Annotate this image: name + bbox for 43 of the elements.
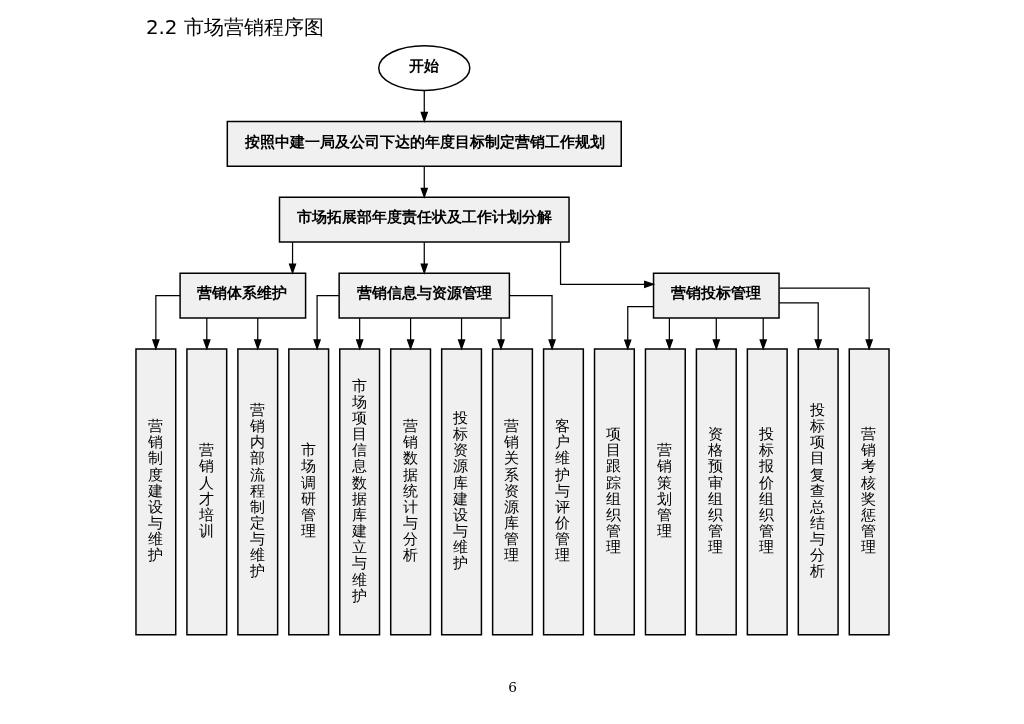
arrow — [496, 317, 505, 351]
node-ellipse: 开始 — [377, 45, 471, 92]
node-box: 按照中建一局及公司下达的年度目标制定营销工作规划 — [226, 120, 622, 168]
node-box: 项目跟踪组织管理 — [593, 348, 635, 636]
arrow — [777, 302, 822, 351]
node-box: 营销制度建设与维护 — [134, 348, 176, 636]
node-box: 营销考核奖惩管理 — [848, 348, 890, 636]
arrow — [419, 90, 428, 124]
node-box: 市场拓展部年度责任状及工作计划分解 — [278, 196, 570, 243]
arrow — [419, 241, 428, 275]
node-box: 市场项目信息数据库建立与维护 — [338, 348, 380, 636]
node-box: 投标报价组织管理 — [746, 348, 788, 636]
node-box: 投标资源库建设与维护 — [440, 348, 482, 636]
diagram-title: 2.2 市场营销程序图 — [145, 16, 324, 40]
arrow — [419, 166, 428, 199]
arrow — [559, 241, 655, 289]
node-box: 营销体系维护 — [178, 272, 306, 319]
node-box: 营销数据统计与分析 — [389, 348, 431, 636]
node-box: 资格预审组织管理 — [695, 348, 737, 636]
arrow — [758, 317, 767, 351]
node-box: 投标项目复查总结与分析 — [797, 348, 839, 636]
arrow — [664, 317, 673, 351]
arrow — [151, 294, 181, 351]
node-box: 营销人才培训 — [185, 348, 227, 636]
arrow — [778, 287, 873, 351]
node-box: 营销内部流程制定与维护 — [236, 348, 278, 636]
node-box: 市场调研管理 — [287, 348, 329, 636]
arrow — [711, 317, 720, 351]
arrow — [623, 306, 654, 351]
node-box: 营销关系资源库管理 — [491, 348, 533, 636]
arrow — [406, 317, 415, 351]
arrow — [508, 294, 556, 351]
arrow — [288, 241, 296, 275]
arrow — [253, 317, 262, 351]
node-box: 营销投标管理 — [652, 272, 780, 319]
node-box: 营销策划管理 — [644, 348, 686, 636]
arrow — [355, 317, 364, 351]
arrow — [457, 317, 465, 351]
arrow — [312, 294, 339, 351]
label: 6 — [507, 678, 517, 695]
node-box: 营销信息与资源管理 — [337, 272, 510, 319]
arrow — [202, 317, 211, 351]
node-box: 客户维护与评价管理 — [542, 348, 584, 636]
